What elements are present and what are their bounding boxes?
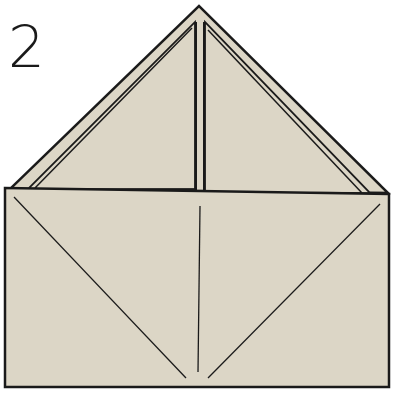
step-number-label: 2 [8, 18, 45, 76]
bottom-body-panel [5, 188, 389, 387]
right-folded-flap [205, 22, 370, 193]
left-folded-flap [28, 22, 195, 189]
